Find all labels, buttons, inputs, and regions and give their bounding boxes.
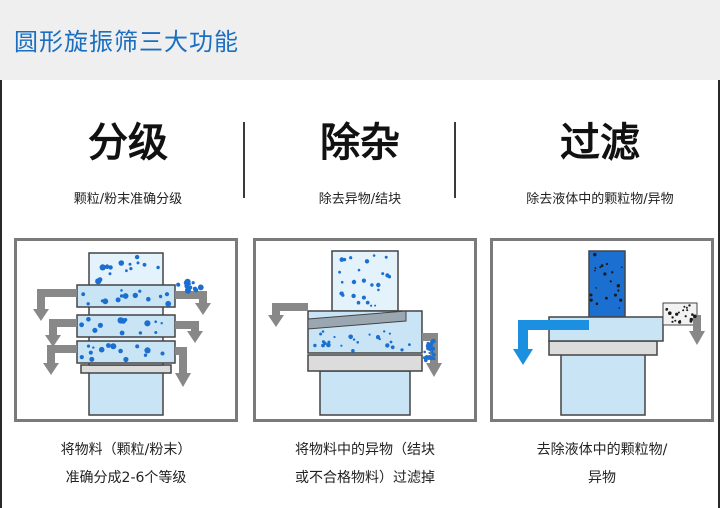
grading-diagram: [14, 238, 238, 422]
caption-line: 去除液体中的颗粒物/: [536, 442, 668, 458]
impurity-caption: 将物料中的异物（结块 或不合格物料）过滤掉: [253, 436, 477, 492]
grading-illustration: [33, 252, 211, 416]
caption-line: 或不合格物料）过滤掉: [295, 470, 435, 486]
column-separator: [243, 122, 245, 198]
caption-line: 异物: [588, 470, 616, 486]
function-subtitle: 除去异物/结块: [318, 192, 402, 207]
frame-right-border: [718, 80, 720, 508]
frame-left-border: [0, 80, 2, 508]
function-grading: 分级 颗粒/粉末准确分级: [8, 80, 248, 508]
filtering-diagram: [490, 238, 714, 422]
page-title: 圆形旋振筛三大功能: [14, 28, 239, 56]
function-title: 分级: [88, 120, 168, 166]
function-filtering: 过滤 除去液体中的颗粒物/异物: [480, 80, 720, 508]
function-title: 过滤: [560, 120, 640, 166]
filtering-caption: 去除液体中的颗粒物/ 异物: [490, 436, 714, 492]
caption-line: 将物料（颗粒/粉末）: [60, 442, 192, 458]
function-subtitle: 颗粒/粉末准确分级: [73, 192, 183, 207]
grading-caption: 将物料（颗粒/粉末） 准确分成2-6个等级: [14, 436, 238, 492]
impurity-diagram: [253, 238, 477, 422]
caption-line: 准确分成2-6个等级: [65, 470, 187, 486]
impurity-illustration: [268, 250, 442, 416]
function-impurity-removal: 除杂 除去异物/结块: [240, 80, 480, 508]
filtering-illustration: [513, 250, 705, 416]
function-title: 除杂: [320, 120, 400, 166]
caption-line: 将物料中的异物（结块: [295, 442, 435, 458]
header-banner: 圆形旋振筛三大功能: [0, 0, 720, 80]
column-separator: [454, 122, 456, 198]
function-subtitle: 除去液体中的颗粒物/异物: [526, 192, 674, 207]
